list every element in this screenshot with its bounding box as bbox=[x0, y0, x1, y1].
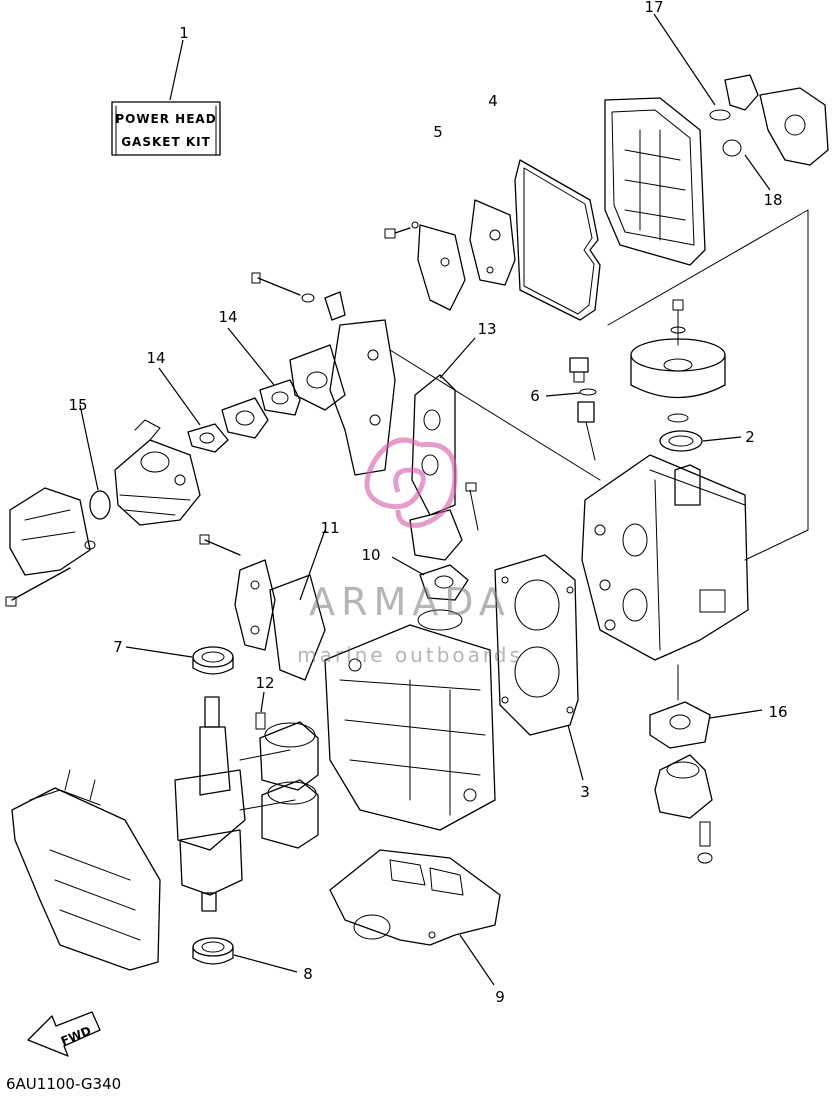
watermark-logo bbox=[364, 437, 458, 528]
carb-gasket-upper bbox=[259, 379, 301, 416]
oil-filler-bolt bbox=[569, 357, 597, 461]
leader-9 bbox=[459, 934, 495, 986]
crankcase-gasket bbox=[329, 849, 501, 946]
piston-pin-12 bbox=[255, 712, 266, 730]
carb-insulator bbox=[221, 397, 269, 439]
leader-17 bbox=[653, 13, 716, 106]
exhaust-cover-gasket bbox=[514, 159, 601, 321]
breather-cover bbox=[199, 534, 326, 681]
callout-13: 13 bbox=[477, 320, 496, 338]
callout-6: 6 bbox=[530, 387, 540, 405]
intake-silencer bbox=[5, 487, 96, 607]
intake-gasket bbox=[411, 374, 456, 516]
watermark-sub: marine outboards bbox=[297, 643, 523, 667]
oil-seal-8 bbox=[192, 937, 234, 965]
leader-1 bbox=[169, 39, 184, 101]
leader-2 bbox=[702, 436, 742, 442]
watermark-brand: ARMADA bbox=[309, 580, 511, 624]
kit-box-line2: GASKET KIT bbox=[121, 135, 211, 149]
bolt-exhaust bbox=[384, 221, 419, 239]
carb-gasket-lower bbox=[187, 423, 229, 453]
carburetor bbox=[114, 419, 201, 526]
oil-seal-7 bbox=[192, 646, 234, 675]
part-code: 6AU1100-G340 bbox=[6, 1075, 121, 1093]
piston-upper bbox=[259, 721, 319, 791]
callout-14a: 14 bbox=[218, 308, 237, 326]
cylinder-head-cover bbox=[604, 97, 706, 266]
crankshaft bbox=[174, 696, 296, 912]
thermostat-cover bbox=[709, 74, 829, 166]
leader-6 bbox=[545, 392, 581, 397]
piston-lower bbox=[261, 779, 319, 849]
callout-10: 10 bbox=[361, 546, 380, 564]
callout-3: 3 bbox=[580, 783, 590, 801]
callout-numbers: 1 2 3 4 5 6 7 8 9 10 11 12 13 14 14 15 1… bbox=[68, 0, 787, 1006]
callout-16: 16 bbox=[768, 703, 787, 721]
fwd-arrow: FWD bbox=[27, 1011, 101, 1057]
crankcase bbox=[324, 609, 496, 831]
callout-5: 5 bbox=[433, 123, 443, 141]
callout-4: 4 bbox=[488, 92, 498, 110]
callout-7: 7 bbox=[113, 638, 123, 656]
fwd-label: FWD bbox=[59, 1024, 93, 1049]
leader-10 bbox=[391, 556, 425, 576]
leader-7 bbox=[125, 646, 193, 658]
callout-17: 17 bbox=[644, 0, 663, 16]
assembly-line-manifold bbox=[389, 349, 601, 481]
callout-8: 8 bbox=[303, 965, 313, 983]
leader-8 bbox=[233, 954, 298, 973]
exhaust-plate bbox=[469, 199, 516, 286]
cylinder-head-gasket bbox=[494, 554, 579, 736]
leader-3 bbox=[567, 724, 584, 781]
callout-9: 9 bbox=[495, 988, 505, 1006]
callout-11: 11 bbox=[320, 519, 339, 537]
oring-15 bbox=[89, 490, 111, 520]
exhaust-inner-plate bbox=[417, 224, 466, 311]
callout-15: 15 bbox=[68, 396, 87, 414]
cylinder-block bbox=[581, 454, 749, 661]
callout-2: 2 bbox=[745, 428, 755, 446]
gasket-kit-box: POWER HEAD GASKET KIT bbox=[111, 101, 221, 156]
oil-seal-upper bbox=[659, 430, 703, 452]
leader-11 bbox=[299, 529, 326, 601]
leader-16 bbox=[709, 709, 763, 719]
gasket-10 bbox=[419, 564, 469, 601]
callout-1: 1 bbox=[179, 24, 189, 42]
manifold-bolts bbox=[251, 272, 346, 321]
leader-15 bbox=[79, 404, 99, 491]
leader-14b bbox=[158, 367, 201, 426]
callout-14b: 14 bbox=[146, 349, 165, 367]
watermark: ARMADA marine outboards bbox=[297, 437, 523, 667]
leader-14a bbox=[227, 327, 275, 386]
kit-box-line1: POWER HEAD bbox=[115, 112, 216, 126]
leader-12 bbox=[260, 691, 265, 713]
callout-18: 18 bbox=[763, 191, 782, 209]
leader-13 bbox=[439, 337, 476, 379]
assembly-frame-right bbox=[607, 209, 809, 561]
leader-18 bbox=[744, 154, 771, 191]
lower-casing bbox=[11, 769, 161, 971]
flywheel-pulley bbox=[630, 299, 726, 423]
oil-pump-gasket bbox=[649, 701, 711, 749]
oil-pump bbox=[654, 754, 713, 864]
callout-12: 12 bbox=[255, 674, 274, 692]
